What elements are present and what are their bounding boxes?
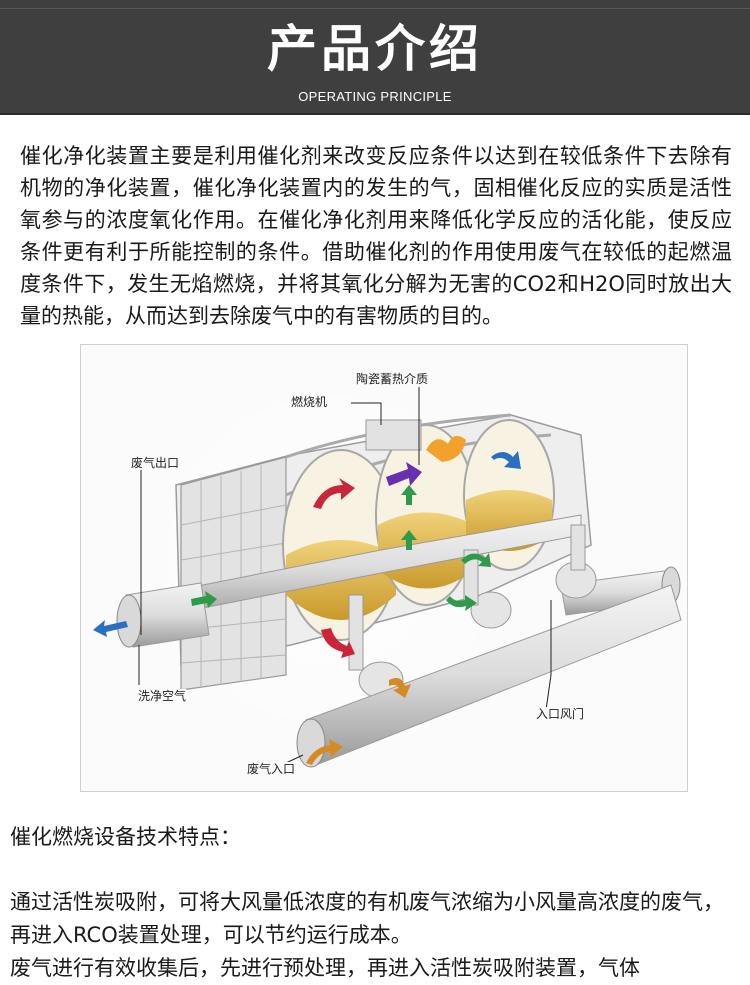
inlet-valve-arrow <box>389 678 411 698</box>
duct-arrow <box>191 591 217 608</box>
chamber1-down-arrow <box>321 628 355 658</box>
label-ceramic-media: 陶瓷蓄热介质 <box>356 372 429 386</box>
chamber2-up-arrow <box>401 485 417 505</box>
header-divider <box>0 8 750 9</box>
chamber2-up-arrow-2 <box>401 530 417 550</box>
label-inlet-valve: 入口风门 <box>536 707 585 721</box>
hot-gas-arrow <box>313 478 355 509</box>
label-gas-inlet: 废气入口 <box>247 762 296 776</box>
features-paragraph: 通过活性炭吸附，可将大风量低浓度的有机废气浓缩为小风量高浓度的废气，再进入RCO… <box>10 886 730 985</box>
intro-paragraph: 催化净化装置主要是利用催化剂来改变反应条件以达到在较低条件下去除有机物的净化装置… <box>20 144 732 328</box>
label-clean-air: 洗净空气 <box>138 689 187 703</box>
gas-inlet-arrow <box>306 739 343 765</box>
exit-arrow <box>93 620 128 637</box>
chamber3-arrow <box>461 553 491 567</box>
manifold-arrow <box>446 595 477 611</box>
chamber-top-arrow <box>491 451 521 469</box>
label-exhaust-outlet: 废气出口 <box>131 456 180 470</box>
rco-diagram: 陶瓷蓄热介质 燃烧机 废气出口 洗净空气 入口风门 废气入口 <box>80 344 688 792</box>
page-subtitle: OPERATING PRINCIPLE <box>298 89 452 104</box>
exhaust-outlet-pipe <box>116 582 210 648</box>
features-paragraph-1: 通过活性炭吸附，可将大风量低浓度的有机废气浓缩为小风量高浓度的废气，再进入RCO… <box>10 890 724 947</box>
burner-unit <box>365 419 466 462</box>
leader-lines <box>138 387 552 764</box>
page-title: 产品介绍 <box>267 20 483 78</box>
gas-inlet-pipe <box>296 584 682 768</box>
label-burner: 燃烧机 <box>291 395 328 409</box>
features-title: 催化燃烧设备技术特点： <box>10 825 241 849</box>
flow-arrows <box>93 451 521 765</box>
page-header: 产品介绍 OPERATING PRINCIPLE <box>0 0 750 115</box>
rco-illustration <box>93 370 682 768</box>
burner-arrow <box>386 462 422 486</box>
